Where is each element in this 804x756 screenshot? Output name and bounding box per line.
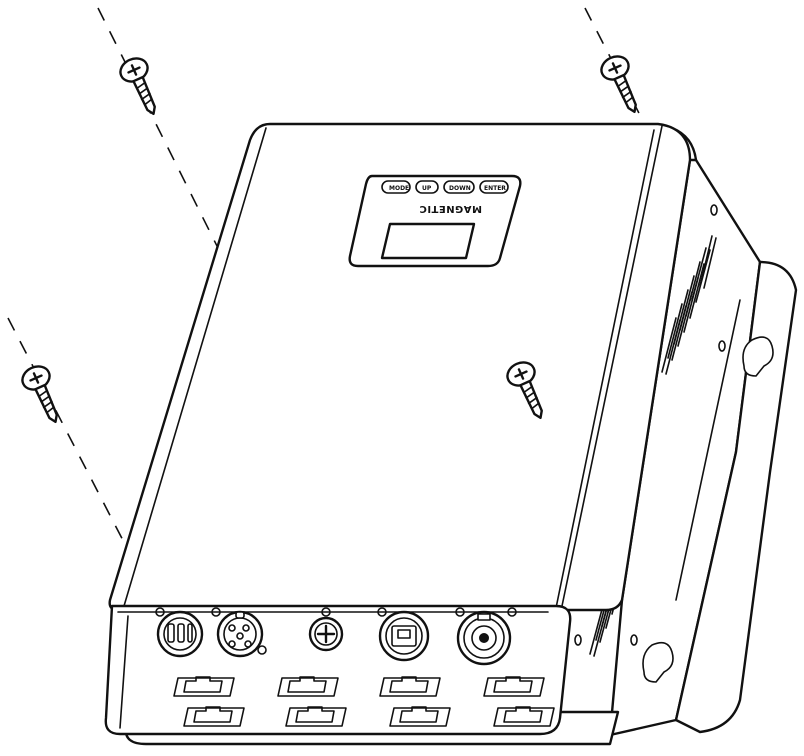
display-window <box>380 222 476 260</box>
xlr-female-connector <box>211 607 267 658</box>
upper-vent-slots <box>661 235 717 375</box>
side-hole-4 <box>630 634 638 646</box>
xlr-male-connector <box>155 607 204 658</box>
side-hole-1 <box>710 204 718 216</box>
fuse-holder <box>308 607 344 652</box>
right-side-panel <box>574 123 798 737</box>
brand-logo: MAGNETIC <box>419 203 482 214</box>
right-mounting-flange <box>674 260 798 734</box>
output-port <box>285 706 347 727</box>
output-port <box>389 706 451 727</box>
mode-button[interactable]: MODE <box>381 180 411 194</box>
screw-top-left <box>119 57 156 116</box>
control-panel: MODE UP DOWN ENTER MAGNETIC <box>348 174 522 268</box>
mode-button-label: MODE <box>389 185 409 192</box>
keyhole-slot-lower <box>642 641 674 683</box>
powercon-connector <box>455 607 517 666</box>
down-button[interactable]: DOWN <box>443 180 475 194</box>
output-port <box>173 676 235 697</box>
enclosure-top-face <box>108 122 692 612</box>
output-port <box>183 706 245 727</box>
enter-button-label: ENTER <box>484 185 506 192</box>
output-ports <box>173 676 555 727</box>
side-hole-2 <box>718 340 726 352</box>
screw-top-right <box>600 55 637 114</box>
output-port <box>493 706 555 727</box>
ethercon-connector <box>377 607 430 662</box>
front-connector-panel <box>104 604 572 736</box>
output-port <box>483 676 545 697</box>
enter-button[interactable]: ENTER <box>479 180 509 194</box>
down-button-label: DOWN <box>449 185 471 192</box>
keyhole-slot-upper <box>742 336 774 377</box>
screw-left <box>21 365 58 424</box>
up-button-label: UP <box>422 185 432 192</box>
output-port <box>277 676 339 697</box>
up-button[interactable]: UP <box>415 180 439 194</box>
side-hole-3 <box>574 634 582 646</box>
screw-center <box>506 361 543 420</box>
output-port <box>379 676 441 697</box>
